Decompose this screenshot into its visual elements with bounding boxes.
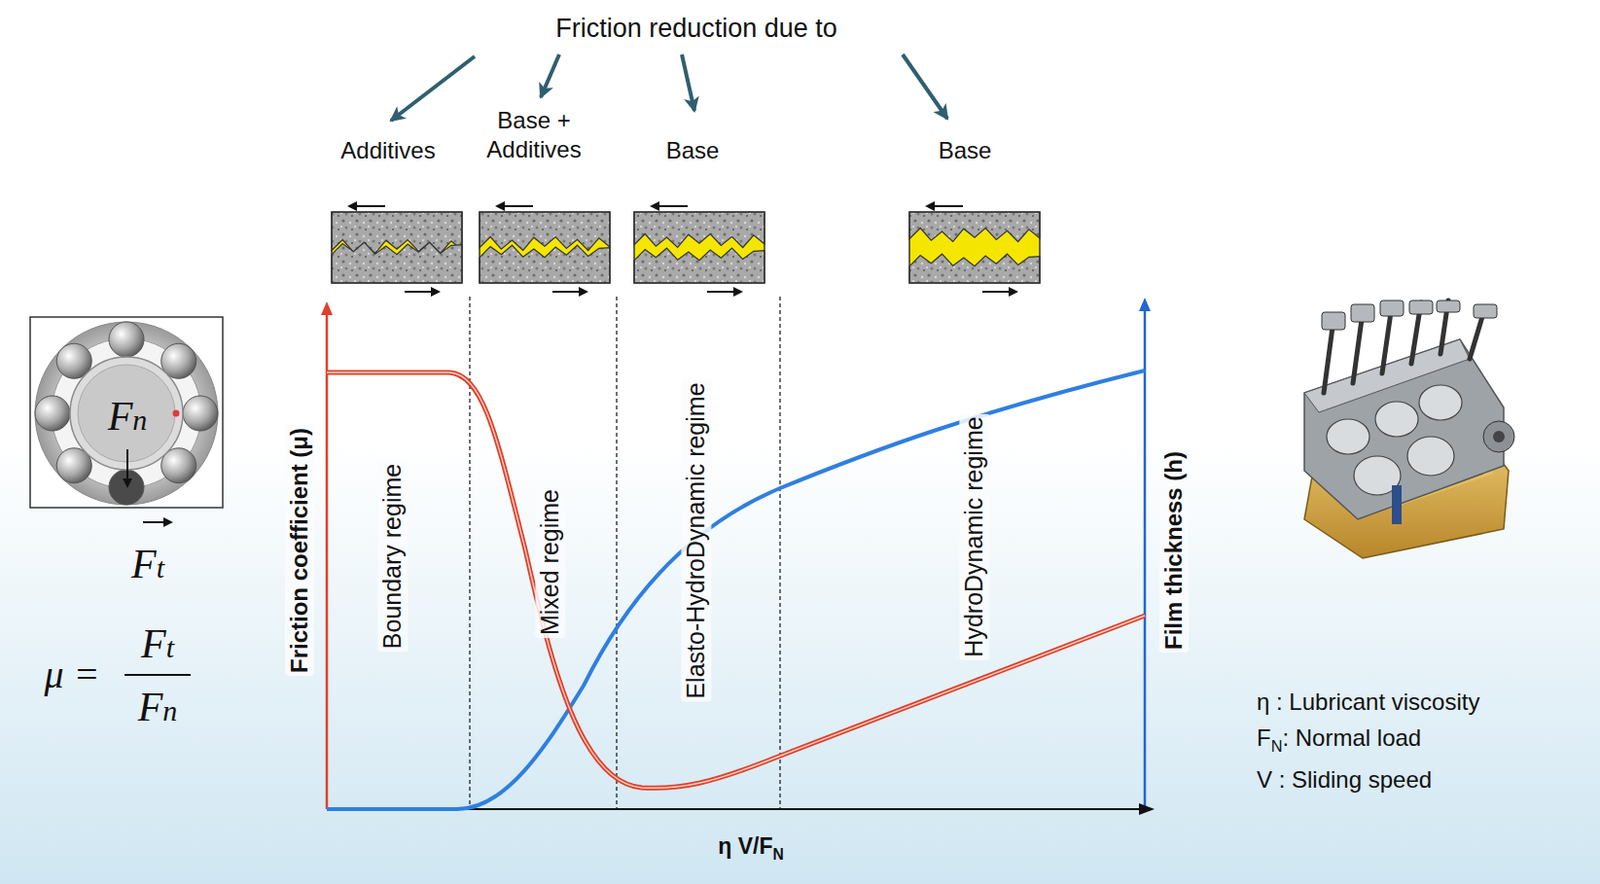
- subscript: N: [772, 845, 783, 862]
- effect-label: Base + Additives: [471, 106, 597, 165]
- regime-label: Boundary regime: [377, 461, 408, 652]
- legend-text: η : Lubricant viscosity: [1256, 687, 1480, 717]
- axis-title: Friction coefficient (μ): [284, 425, 315, 676]
- regime-label: HydroDynamic regime: [959, 413, 990, 660]
- force-symbol: Ft: [141, 618, 175, 671]
- legend-text: F: [1256, 724, 1272, 751]
- legend-text: FN: Normal load: [1256, 724, 1422, 756]
- subscript: N: [1271, 737, 1283, 755]
- axis-title: Film thickness (h): [1159, 448, 1189, 653]
- legend-text: V : Sliding speed: [1256, 765, 1432, 795]
- legend-text: : Normal load: [1281, 724, 1422, 751]
- regime-label: Mixed regime: [534, 486, 566, 639]
- force-symbol: Fn: [107, 391, 148, 443]
- effect-label: Base: [666, 136, 720, 166]
- force-symbol: Ft: [131, 538, 165, 591]
- effect-label: Base: [938, 136, 993, 166]
- effect-label: Additives: [340, 136, 435, 166]
- axis-title: η V/F: [717, 833, 773, 859]
- regime-label: Elasto-HydroDynamic regime: [680, 379, 712, 702]
- axis-title: η V/FN: [717, 833, 784, 864]
- heading: Friction reduction due to: [555, 12, 838, 46]
- force-symbol: Fn: [138, 681, 178, 734]
- formula-text: μ =: [43, 650, 100, 700]
